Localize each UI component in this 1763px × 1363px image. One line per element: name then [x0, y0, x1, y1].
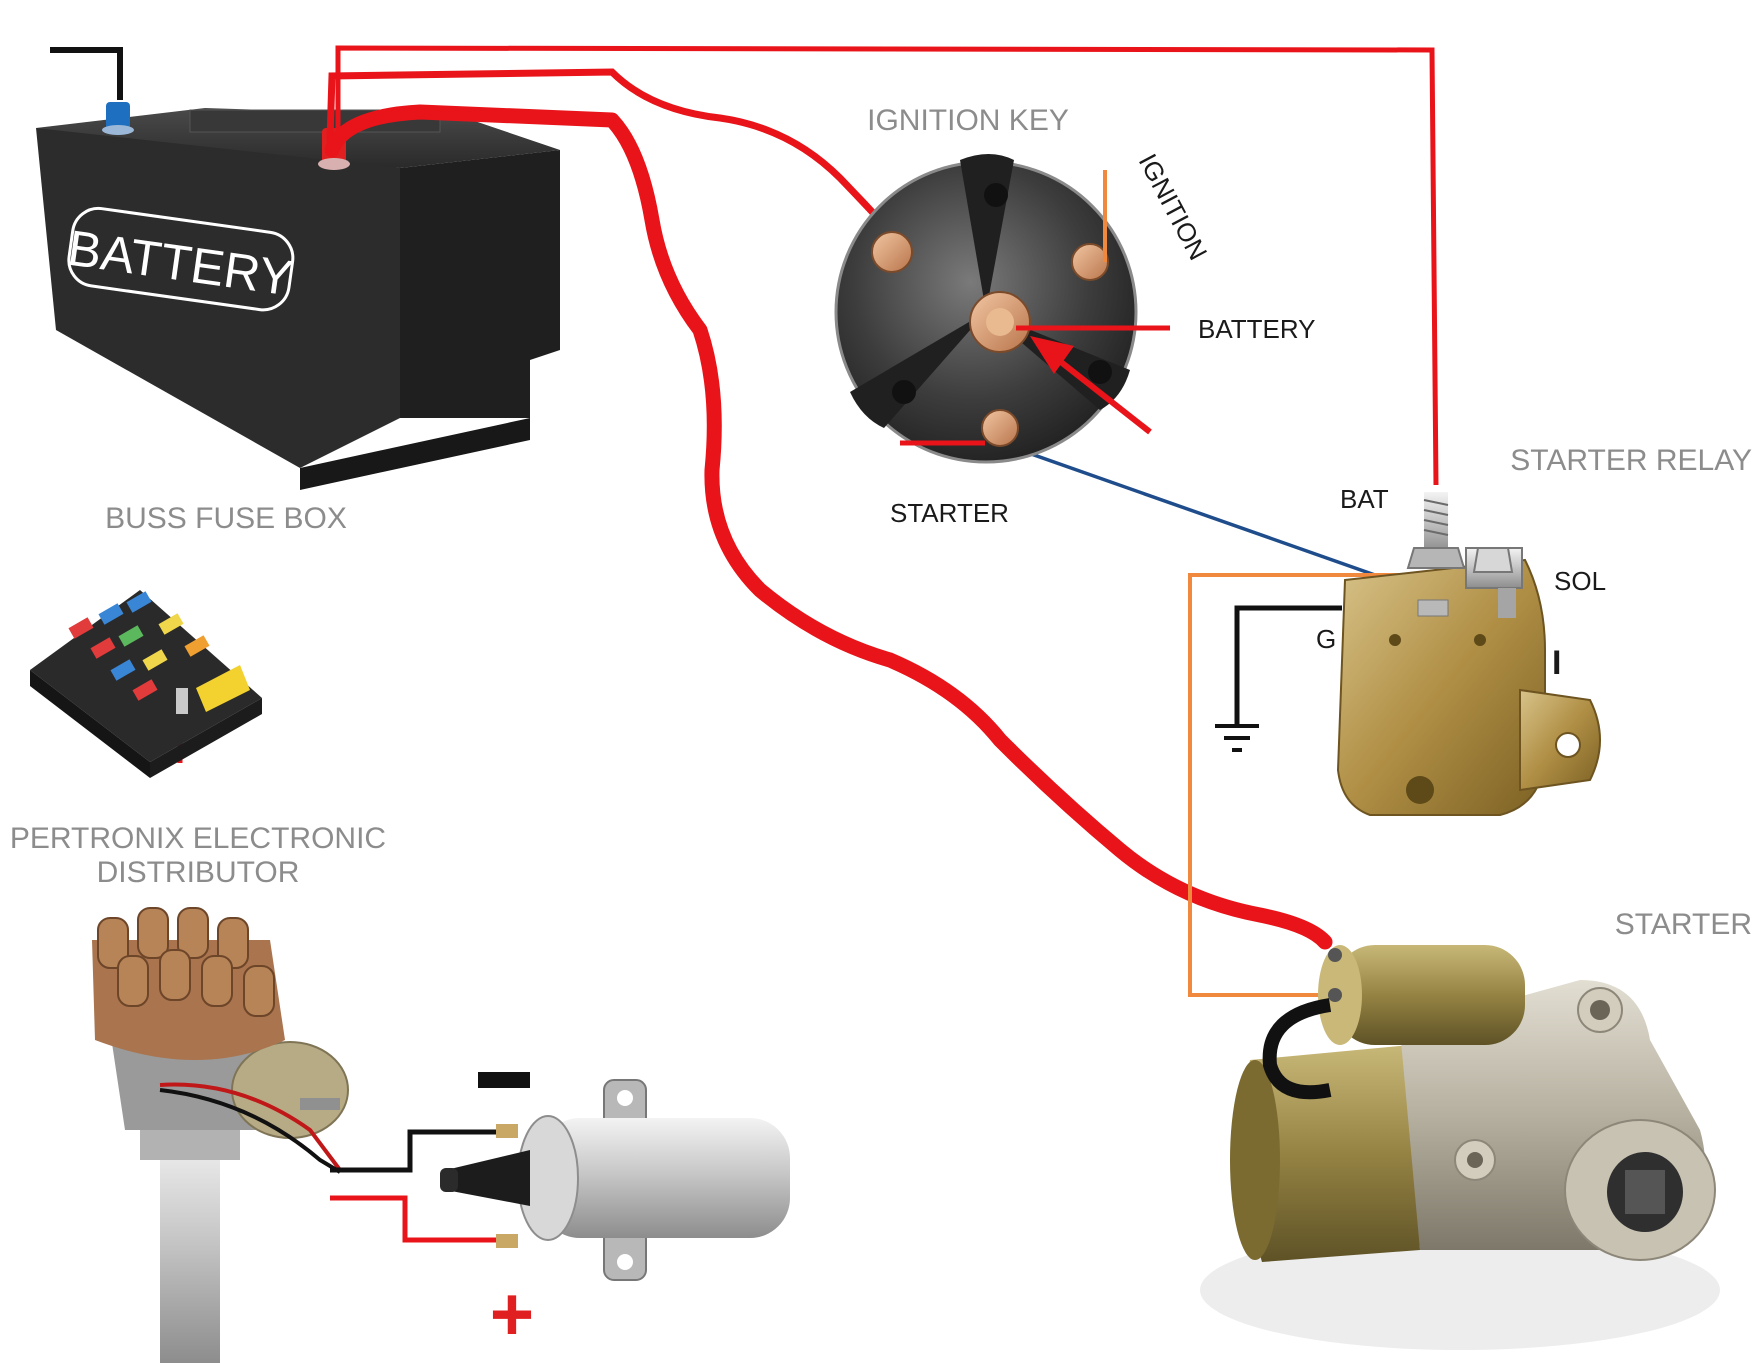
starter-label: STARTER: [1615, 908, 1752, 941]
fuse-box-label: BUSS FUSE BOX: [105, 502, 347, 535]
fuse: [158, 613, 184, 635]
battery-negative-terminal: [106, 102, 130, 130]
ground-symbol-icon: [1215, 724, 1259, 752]
arrow-head-icon: [1030, 336, 1074, 374]
fuse: [126, 591, 152, 613]
starter-solenoid: [1335, 945, 1525, 1045]
ignition-terminal-label-starter: STARTER: [890, 498, 1009, 528]
buss-fuse-box: BUSS FUSE BOX: [30, 502, 347, 778]
distributor-label-line2: DISTRIBUTOR: [97, 856, 300, 889]
relay-housing: [1336, 558, 1546, 816]
fuse: [90, 637, 116, 659]
relay-terminal-label-bat: BAT: [1340, 484, 1389, 514]
wire-relay-to-starter: [1188, 573, 1455, 997]
relay-terminal-label-i: I: [1552, 644, 1561, 682]
fuse: [132, 679, 158, 701]
battery-label-plate: [67, 206, 295, 312]
distributor-shaft: [160, 1130, 220, 1363]
coil-negative-marker-icon: [478, 1072, 530, 1088]
fuse: [142, 649, 168, 671]
ignition-terminal-acc: [871, 231, 913, 273]
starter-relay-title: STARTER RELAY: [1510, 444, 1752, 477]
pertronix-distributor: PERTRONIX ELECTRONIC DISTRIBUTOR: [10, 822, 386, 1363]
starter-motor-can: [1242, 1045, 1420, 1262]
relay-terminal-label-sol: SOL: [1554, 566, 1606, 596]
wire-battery-to-relay: [335, 45, 1439, 486]
coil-positive-label: +: [490, 1272, 534, 1357]
battery-side: [400, 150, 560, 418]
ignition-terminal-label-battery: BATTERY: [1198, 314, 1316, 344]
fuse: [68, 617, 94, 639]
wire-battery-to-starter: [324, 104, 1333, 950]
ignition-coil: − +: [330, 1072, 790, 1357]
ignition-terminal-starter: [981, 409, 1019, 447]
starter-relay: STARTER RELAY BAT SOL G I: [1316, 444, 1752, 816]
starter-motor: STARTER: [1200, 908, 1752, 1350]
battery-front: [36, 128, 400, 468]
ignition-terminal-ign: [1071, 243, 1109, 281]
coil-can: [540, 1118, 790, 1238]
battery: BATTERY: [36, 102, 560, 490]
distributor-label-line1: PERTRONIX ELECTRONIC: [10, 822, 386, 855]
coil-tower: [446, 1150, 530, 1206]
ignition-key: IGNITION KEY IGNITION BATTERY STARTER: [834, 104, 1316, 528]
wire-coil-positive: [330, 1195, 500, 1243]
coil-negative-label: −: [504, 1087, 505, 1089]
fuse: [110, 659, 136, 681]
ignition-terminal-label-ignition: IGNITION: [1133, 149, 1214, 265]
wire-battery-negative: [50, 47, 123, 100]
relay-terminal-label-g: G: [1316, 624, 1336, 654]
fuse: [98, 603, 124, 625]
fuse: [118, 625, 144, 647]
wire-relay-ground: [1234, 605, 1342, 724]
fuse: [184, 635, 210, 657]
ignition-key-title: IGNITION KEY: [867, 104, 1069, 137]
wire-coil-negative: [330, 1129, 502, 1173]
battery-terminal-arrow: [1050, 352, 1152, 435]
